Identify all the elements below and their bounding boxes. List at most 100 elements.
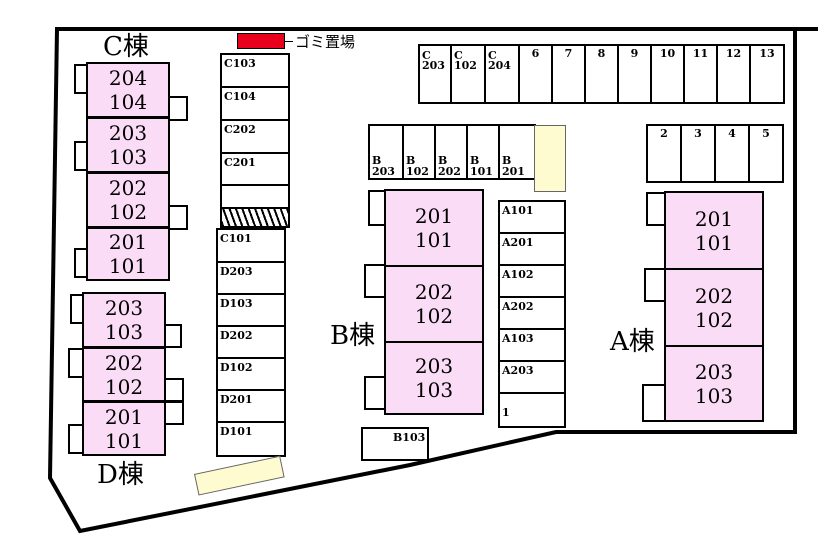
unit-number-upper: 203 (694, 359, 734, 384)
unit[interactable]: 202 102 (86, 172, 170, 228)
parking-space[interactable]: D202 (216, 325, 286, 359)
parking-space[interactable]: 13 (749, 44, 785, 104)
unit[interactable]: 203 103 (664, 345, 764, 422)
parking-label: A101 (502, 204, 534, 217)
parking-space[interactable]: 10 (650, 44, 685, 104)
unit-number-upper: 202 (694, 283, 734, 308)
parking-label: 2 (660, 127, 668, 140)
parking-space[interactable]: D102 (216, 357, 286, 391)
parking-label: 203 (422, 59, 445, 72)
parking-space[interactable]: 8 (584, 44, 619, 104)
parking-label: 13 (759, 47, 775, 60)
parking-space[interactable]: 9 (617, 44, 652, 104)
parking-label: 6 (531, 47, 540, 60)
parking-label: C202 (224, 123, 256, 136)
unit-number-upper: 202 (108, 176, 148, 200)
parking-space[interactable]: D101 (216, 421, 286, 457)
balcony (644, 268, 666, 302)
parking-space[interactable]: C104 (220, 86, 290, 121)
parking-label: D103 (220, 297, 253, 310)
parking-space[interactable]: 12 (716, 44, 751, 104)
parking-space[interactable]: C103 (220, 53, 290, 88)
unit-number-upper: 203 (104, 296, 144, 320)
unit-number-lower: 102 (694, 307, 734, 332)
balcony (168, 96, 188, 121)
unit[interactable]: 204 104 (86, 62, 170, 118)
parking-space[interactable]: 5 (748, 124, 784, 183)
balcony (164, 401, 184, 425)
unit[interactable]: 202 102 (384, 265, 484, 343)
parking-space[interactable]: 1 (498, 392, 566, 428)
unit[interactable]: 201 101 (86, 227, 170, 281)
unit[interactable]: 201 101 (664, 191, 764, 270)
parking-space[interactable]: C201 (220, 152, 290, 186)
parking-label: 201 (502, 165, 525, 178)
unit-number-lower: 103 (414, 378, 454, 402)
unit[interactable]: 203 103 (82, 292, 166, 348)
balcony (364, 376, 386, 410)
parking-space[interactable]: C202 (220, 119, 290, 154)
balcony (646, 192, 666, 226)
unit[interactable]: 201 101 (384, 189, 484, 267)
parking-label: C104 (224, 90, 256, 103)
unit[interactable]: 202 102 (664, 268, 764, 347)
parking-space[interactable]: 11 (683, 44, 718, 104)
parking-label: 4 (728, 127, 736, 140)
unit[interactable]: 201 101 (82, 401, 166, 456)
parking-space[interactable]: A202 (498, 296, 566, 330)
parking-space[interactable]: D203 (216, 261, 286, 295)
parking-space[interactable]: A102 (498, 264, 566, 298)
unit[interactable]: 203 103 (86, 117, 170, 173)
parking-space[interactable]: 4 (714, 124, 750, 183)
unit-number-lower: 102 (108, 200, 148, 224)
unit-number-upper: 201 (694, 206, 734, 231)
legend-line (285, 41, 293, 42)
parking-space[interactable]: 6 (518, 44, 553, 104)
unit-number-lower: 101 (694, 230, 734, 255)
balcony (168, 205, 188, 230)
balcony (164, 324, 182, 348)
unit-number-lower: 101 (104, 428, 144, 453)
parking-label: D201 (220, 393, 253, 406)
parking-space[interactable]: A101 (498, 200, 566, 234)
parking-space[interactable]: 7 (551, 44, 586, 104)
unit-number-upper: 201 (108, 230, 148, 254)
parking-label: A201 (502, 236, 534, 249)
parking-space[interactable]: 3 (680, 124, 716, 183)
parking-space[interactable]: C101 (216, 228, 286, 263)
parking-space[interactable]: D103 (216, 293, 286, 327)
parking-space[interactable]: A201 (498, 232, 566, 266)
unit-number-upper: 201 (414, 204, 454, 228)
unit[interactable]: 202 102 (82, 347, 166, 402)
parking-space-b103[interactable]: B103 (361, 427, 429, 461)
parking-label: 1 (502, 406, 510, 419)
parking-label: C (422, 49, 431, 62)
unit-number-lower: 103 (694, 383, 734, 408)
parking-label: D202 (220, 329, 253, 342)
parking-label: 101 (470, 165, 493, 178)
balcony (364, 264, 386, 298)
parking-space[interactable]: D201 (216, 389, 286, 423)
unit[interactable]: 203 103 (384, 341, 484, 415)
parking-space[interactable]: A203 (498, 360, 566, 394)
balcony (164, 378, 184, 402)
parking-space[interactable]: A103 (498, 328, 566, 362)
unit-number-upper: 202 (414, 280, 454, 304)
unit-number-lower: 101 (414, 228, 454, 252)
parking-label: B (372, 154, 382, 167)
parking-space[interactable] (220, 184, 290, 209)
parking-label: 203 (372, 165, 395, 178)
parking-space[interactable]: 2 (646, 124, 682, 183)
building-c-label: C棟 (103, 32, 149, 62)
parking-label: 10 (659, 47, 676, 60)
unit-number-upper: 202 (104, 350, 144, 375)
